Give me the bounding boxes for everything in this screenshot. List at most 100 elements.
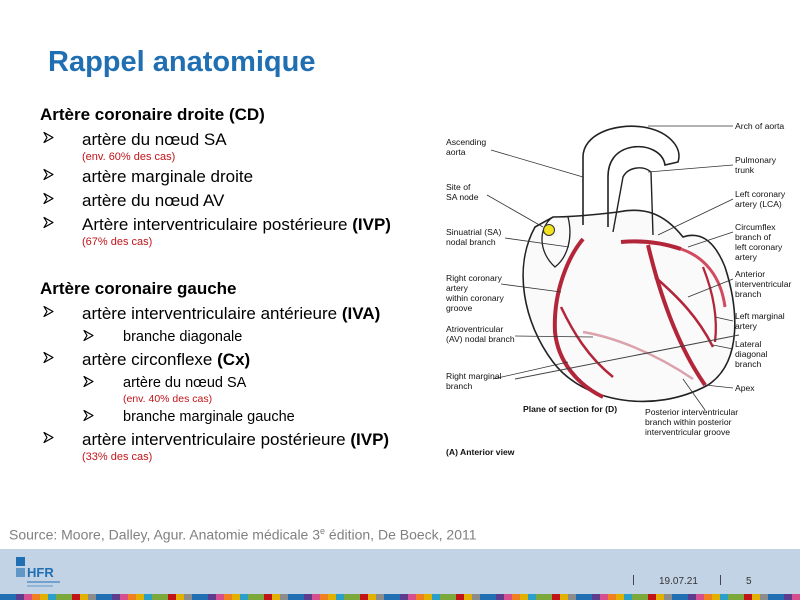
stripe-segment <box>792 594 800 600</box>
stripe-segment <box>680 594 688 600</box>
diagonal-branch <box>654 276 715 348</box>
source-citation: Source: Moore, Dalley, Agur. Anatomie mé… <box>9 526 477 543</box>
sa-node <box>543 224 555 236</box>
bullet-abbrev: (IVA) <box>341 304 381 323</box>
figure-label: (AV) nodal branch <box>446 334 515 344</box>
stripe-segment <box>400 594 408 600</box>
stripe-segment <box>264 594 272 600</box>
stripe-segment <box>32 594 40 600</box>
stripe-segment <box>384 594 392 600</box>
stripe-segment <box>128 594 136 600</box>
arrow-bullet-icon <box>42 216 55 229</box>
stripe-segment <box>696 594 704 600</box>
stripe-segment <box>120 594 128 600</box>
bullet-text: branche marginale gauche <box>123 409 295 425</box>
stripe-segment <box>424 594 432 600</box>
section-heading: Artère coronaire gauche <box>40 279 237 298</box>
page-number: 5 <box>746 576 752 587</box>
stripe-segment <box>8 594 16 600</box>
bullet-text: Artère interventriculaire postérieure <box>82 215 353 234</box>
arrow-bullet-icon <box>42 431 55 444</box>
footer-date: 19.07.21 <box>659 576 698 587</box>
stripe-segment <box>240 594 248 600</box>
stripe-segment <box>312 594 320 600</box>
bullet-text: artère marginale droite <box>82 167 254 186</box>
arrow-bullet-icon <box>82 329 95 342</box>
plane-line <box>514 334 740 380</box>
stripe-segment <box>232 594 240 600</box>
stripe-segment <box>320 594 328 600</box>
figure-label: Left coronary <box>735 189 786 199</box>
stripe-segment <box>776 594 784 600</box>
bullet-item: artère interventriculaire postérieure (I… <box>40 429 460 464</box>
bullet-text: artère du nœud SA <box>123 375 247 391</box>
stripe-segment <box>592 594 600 600</box>
stripe-segment <box>152 594 160 600</box>
stripe-segment <box>608 594 616 600</box>
stripe-segment <box>624 594 632 600</box>
stripe-segment <box>768 594 776 600</box>
bullet-content: Artère coronaire droite (CD) artère du nœ… <box>40 103 460 464</box>
figure-label: branch <box>735 289 761 299</box>
hfr-logo: HFR <box>16 557 62 591</box>
figure-label: nodal branch <box>446 237 496 247</box>
stripe-segment <box>552 594 560 600</box>
stripe-segment <box>296 594 304 600</box>
arrow-bullet-icon <box>42 305 55 318</box>
figure-label: Lateral <box>735 339 761 349</box>
footer-bar <box>0 549 800 600</box>
figure-label: Right coronary <box>446 273 503 283</box>
stripe-segment <box>0 594 8 600</box>
stripe-segment <box>432 594 440 600</box>
stripe-segment <box>504 594 512 600</box>
stripe-segment <box>328 594 336 600</box>
arrow-bullet-icon <box>82 375 95 388</box>
bullet-text: artère interventriculaire postérieure <box>82 430 351 449</box>
arrow-bullet-icon <box>42 168 55 181</box>
figure-label: interventricular groove <box>645 427 730 437</box>
figure-label: branch within posterior <box>645 417 732 427</box>
slide-title: Rappel anatomique <box>48 46 316 78</box>
bullet-item: Artère interventriculaire postérieure (I… <box>40 214 460 249</box>
bullet-item: artère interventriculaire antérieure (IV… <box>40 303 460 325</box>
stripe-segment <box>440 594 448 600</box>
stripe-segment <box>640 594 648 600</box>
section-heading: Artère coronaire droite (CD) <box>40 105 265 124</box>
figure-label: Circumflex <box>735 222 776 232</box>
stripe-segment <box>184 594 192 600</box>
stripe-segment <box>392 594 400 600</box>
stripe-segment <box>464 594 472 600</box>
stripe-segment <box>752 594 760 600</box>
right-coronary-artery <box>552 237 604 399</box>
bullet-text: artère circonflexe <box>82 350 218 369</box>
heart-outline <box>522 209 736 403</box>
stripe-segment <box>80 594 88 600</box>
bullet-note: (env. 60% des cas) <box>82 151 176 163</box>
stripe-segment <box>272 594 280 600</box>
stripe-segment <box>16 594 24 600</box>
stripe-segment <box>24 594 32 600</box>
bullet-abbrev: (Cx) <box>217 350 251 369</box>
arrow-bullet-icon <box>82 409 95 422</box>
stripe-segment <box>744 594 752 600</box>
stripe-segment <box>64 594 72 600</box>
stripe-segment <box>280 594 288 600</box>
stripe-segment <box>472 594 480 600</box>
stripe-segment <box>112 594 120 600</box>
stripe-segment <box>408 594 416 600</box>
stripe-segment <box>664 594 672 600</box>
stripe-segment <box>648 594 656 600</box>
figure-label: left coronary <box>735 242 783 252</box>
bullet-item: artère du nœud SA(env. 60% des cas) <box>40 129 460 164</box>
stripe-segment <box>520 594 528 600</box>
stripe-segment <box>72 594 80 600</box>
stripe-segment <box>256 594 264 600</box>
figure-label: Left marginal <box>735 311 785 321</box>
figure-label: Pulmonary <box>735 155 777 165</box>
figure-label: SA node <box>446 192 479 202</box>
stripe-segment <box>560 594 568 600</box>
figure-label: Ascending <box>446 137 486 147</box>
figure-label: artery <box>446 283 469 293</box>
footer-separator <box>633 575 634 585</box>
stripe-segment <box>376 594 384 600</box>
